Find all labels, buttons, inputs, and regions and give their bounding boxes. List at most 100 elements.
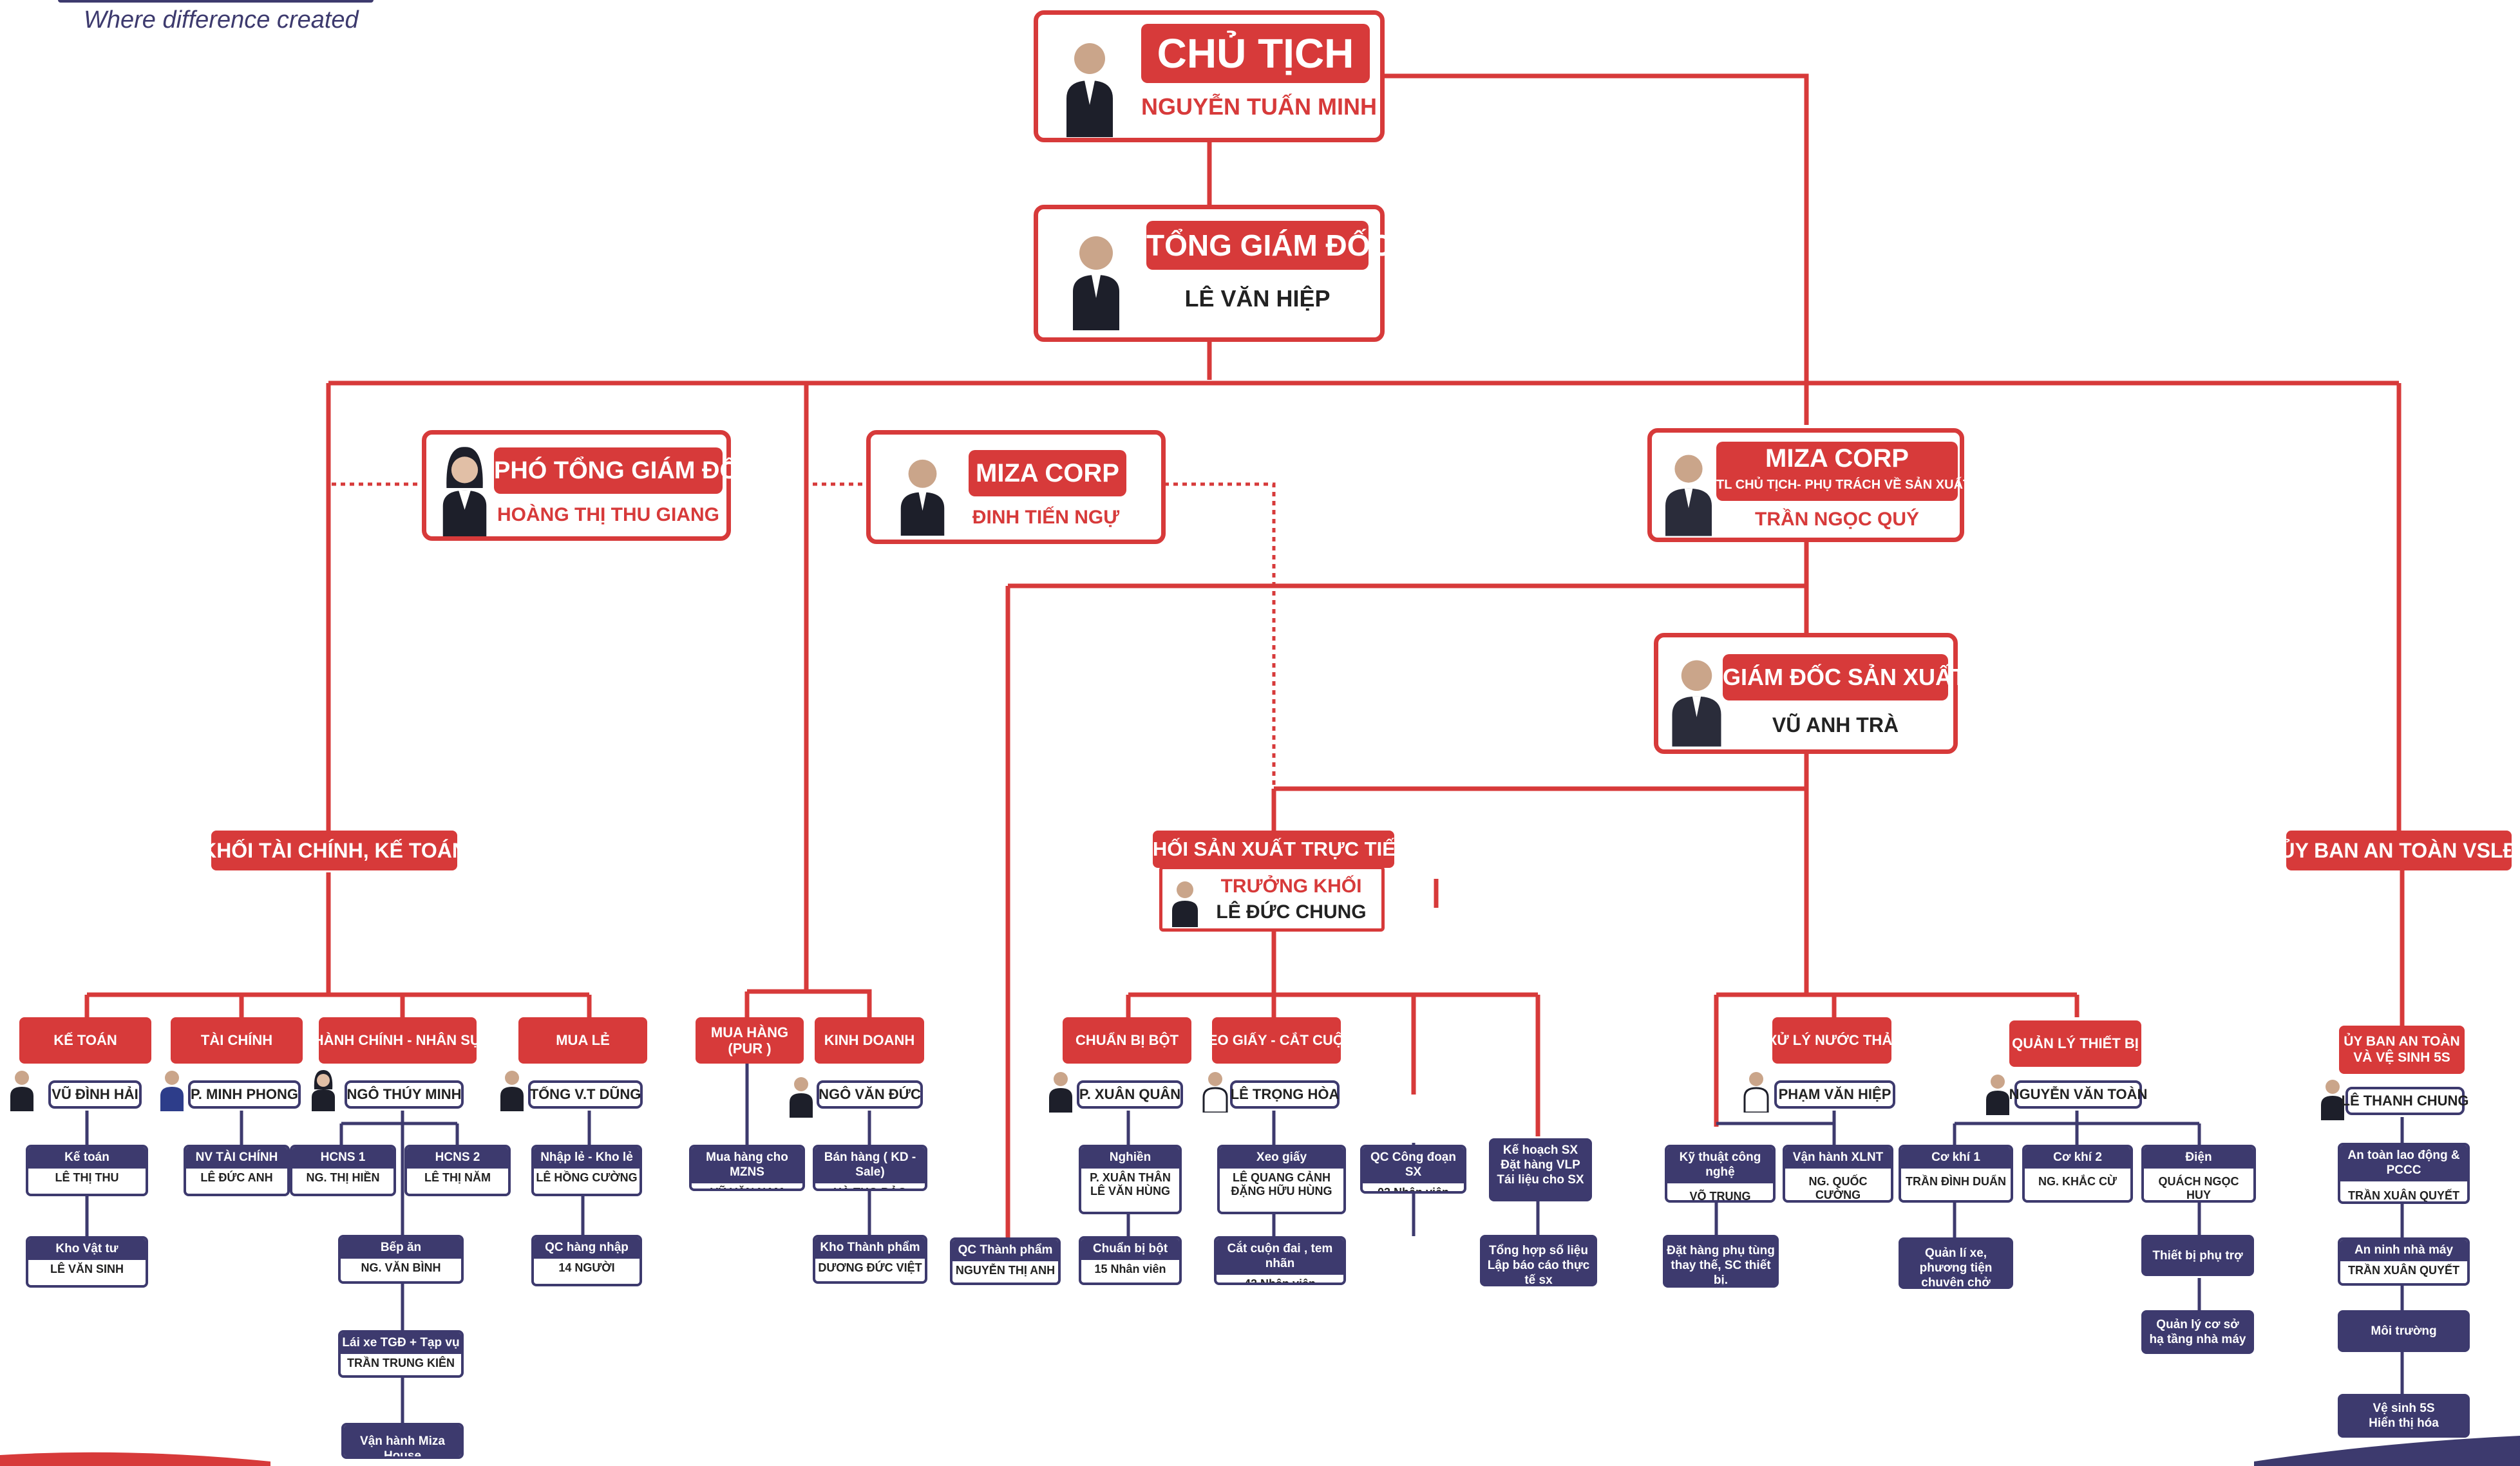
dept-mua-le: MUA LẺ	[518, 1017, 647, 1064]
deputy-ceo-card: PHÓ TỔNG GIÁM ĐỐC HOÀNG THỊ THU GIANG	[422, 430, 756, 541]
chairman-card: CHỦ TỊCH NGUYỄN TUẤN MINH	[1034, 10, 1385, 142]
miza-corp-right-title-box	[1716, 442, 1958, 501]
finance-block-title: KHỐI TÀI CHÍNH, KẾ TOÁN	[202, 831, 467, 870]
ceo-card: TỔNG GIÁM ĐỐC LÊ VĂN HIỆP	[1034, 205, 1392, 342]
person-icon	[1049, 1072, 1072, 1113]
person-icon	[500, 1071, 524, 1111]
ceo-title: TỔNG GIÁM ĐỐC	[1146, 221, 1392, 270]
person-icon	[2321, 1080, 2344, 1120]
manager-hanh-chinh: NGÔ THÚY MINH	[345, 1080, 464, 1109]
person-icon	[1743, 1072, 1769, 1113]
manager-chuan-bi-bot: P. XUÂN QUÂN	[1077, 1080, 1183, 1109]
dept-mua-hang-title-2: (PUR )	[728, 1040, 772, 1057]
unit-van-hanh-miza-house: Vận hành Miza House	[341, 1423, 464, 1459]
manager-mua-le: TỐNG V.T DŨNG	[528, 1080, 643, 1109]
manager-quan-ly-thiet-bi: NGUYỄN VĂN TOÀN	[2009, 1080, 2147, 1109]
manager-xu-ly-nuoc-thai: PHẠM VĂN HIỆP	[1774, 1080, 1895, 1109]
dept-quan-ly-thiet-bi: QUẢN LÝ THIẾT BỊ	[2009, 1020, 2141, 1067]
production-director-card: GIÁM ĐỐC SẢN XUẤT VŨ ANH TRÀ	[1654, 633, 1966, 754]
production-block-title: KHỐI SẢN XUẤT TRỰC TIẾP	[1138, 831, 1409, 868]
production-block-head-name: LÊ ĐỨC CHUNG	[1216, 901, 1367, 923]
decorative-swoosh-right	[2254, 1436, 2520, 1466]
miza-corp-right-title: MIZA CORP	[1765, 444, 1909, 473]
dept-mua-hang: MUA HÀNG(PUR )	[696, 1017, 804, 1064]
manager-kinh-doanh: NGÔ VĂN ĐỨC	[817, 1080, 923, 1109]
dept-hanh-chinh-nhan-su: HÀNH CHÍNH - NHÂN SỰ	[314, 1017, 482, 1064]
person-photo-icon	[1665, 455, 1712, 536]
person-photo-icon	[1066, 43, 1113, 137]
manager-tai-chinh: P. MINH PHONG	[188, 1080, 301, 1109]
unit-ban-hang: Bán hàng ( KD - Sale)HÀ THỌ BẢO	[813, 1145, 927, 1191]
safety-block-title: ỦY BAN AN TOÀN VSLĐ	[2280, 831, 2518, 870]
person-icon	[312, 1070, 335, 1111]
person-icon	[160, 1071, 184, 1111]
miza-corp-right-subtitle: TL CHỦ TỊCH- PHỤ TRÁCH VỀ SẢN XUẤT	[1716, 478, 1971, 492]
person-icon	[790, 1077, 813, 1118]
dept-xeo-giay: XEO GIẤY - CẮT CUỘN	[1198, 1017, 1354, 1064]
deputy-ceo-name: HOÀNG THỊ THU GIANG	[497, 504, 719, 525]
manager-ve-sinh: LÊ THANH CHUNG	[2342, 1087, 2469, 1115]
person-photo-icon	[1172, 881, 1198, 927]
production-director-name: VŨ ANH TRÀ	[1772, 713, 1899, 737]
person-photo-icon	[1073, 236, 1119, 330]
dept-xu-ly-nuoc-thai: XỬ LÝ NƯỚC THẢI	[1768, 1017, 1896, 1064]
manager-ke-toan: VŨ ĐÌNH HẢI	[48, 1080, 142, 1109]
unit-moi-truong: Môi trường	[2338, 1310, 2470, 1352]
ceo-name: LÊ VĂN HIỆP	[1184, 285, 1331, 312]
dept-ke-toan: KẾ TOÁN	[19, 1017, 151, 1064]
production-block-head-title: TRƯỞNG KHỐI	[1220, 876, 1362, 897]
deputy-ceo-title: PHÓ TỔNG GIÁM ĐỐC	[494, 447, 756, 494]
production-block-head-card: TRƯỞNG KHỐI LÊ ĐỨC CHUNG	[1159, 866, 1385, 932]
production-director-title: GIÁM ĐỐC SẢN XUẤT	[1723, 654, 1966, 700]
miza-corp-right-card: MIZA CORP TL CHỦ TỊCH- PHỤ TRÁCH VỀ SẢN …	[1647, 428, 1971, 542]
miza-corp-left-name: ĐINH TIẾN NGỰ	[972, 507, 1120, 528]
manager-xeo-giay: LÊ TRỌNG HÒA	[1230, 1080, 1340, 1109]
person-photo-icon	[442, 447, 487, 536]
person-icon	[1202, 1072, 1228, 1113]
miza-corp-right-name: TRẦN NGỌC QUÝ	[1755, 509, 1919, 530]
person-photo-icon	[1672, 660, 1721, 747]
unit-thiet-bi-phu-tro: Thiết bị phụ trợ	[2141, 1235, 2254, 1276]
dept-mua-hang-title: MUA HÀNG	[710, 1024, 789, 1040]
miza-corp-left-card: MIZA CORP ĐINH TIẾN NGỰ	[866, 430, 1166, 544]
chairman-name: NGUYỄN TUẤN MINH	[1141, 93, 1377, 120]
chairman-title: CHỦ TỊCH	[1141, 24, 1370, 83]
company-tagline: Where difference created	[84, 6, 359, 33]
unit-mua-hang-mzns: Mua hàng cho MZNSVŨ VĂN NAM	[689, 1145, 805, 1191]
person-photo-icon	[900, 459, 945, 536]
decorative-swoosh-left	[0, 1452, 270, 1466]
miza-corp-left-title: MIZA CORP	[969, 450, 1126, 496]
dept-uy-ban-title-2: VÀ VỆ SINH 5S	[2353, 1049, 2450, 1065]
dept-tai-chinh: TÀI CHÍNH	[171, 1017, 303, 1064]
person-icon	[10, 1071, 33, 1111]
